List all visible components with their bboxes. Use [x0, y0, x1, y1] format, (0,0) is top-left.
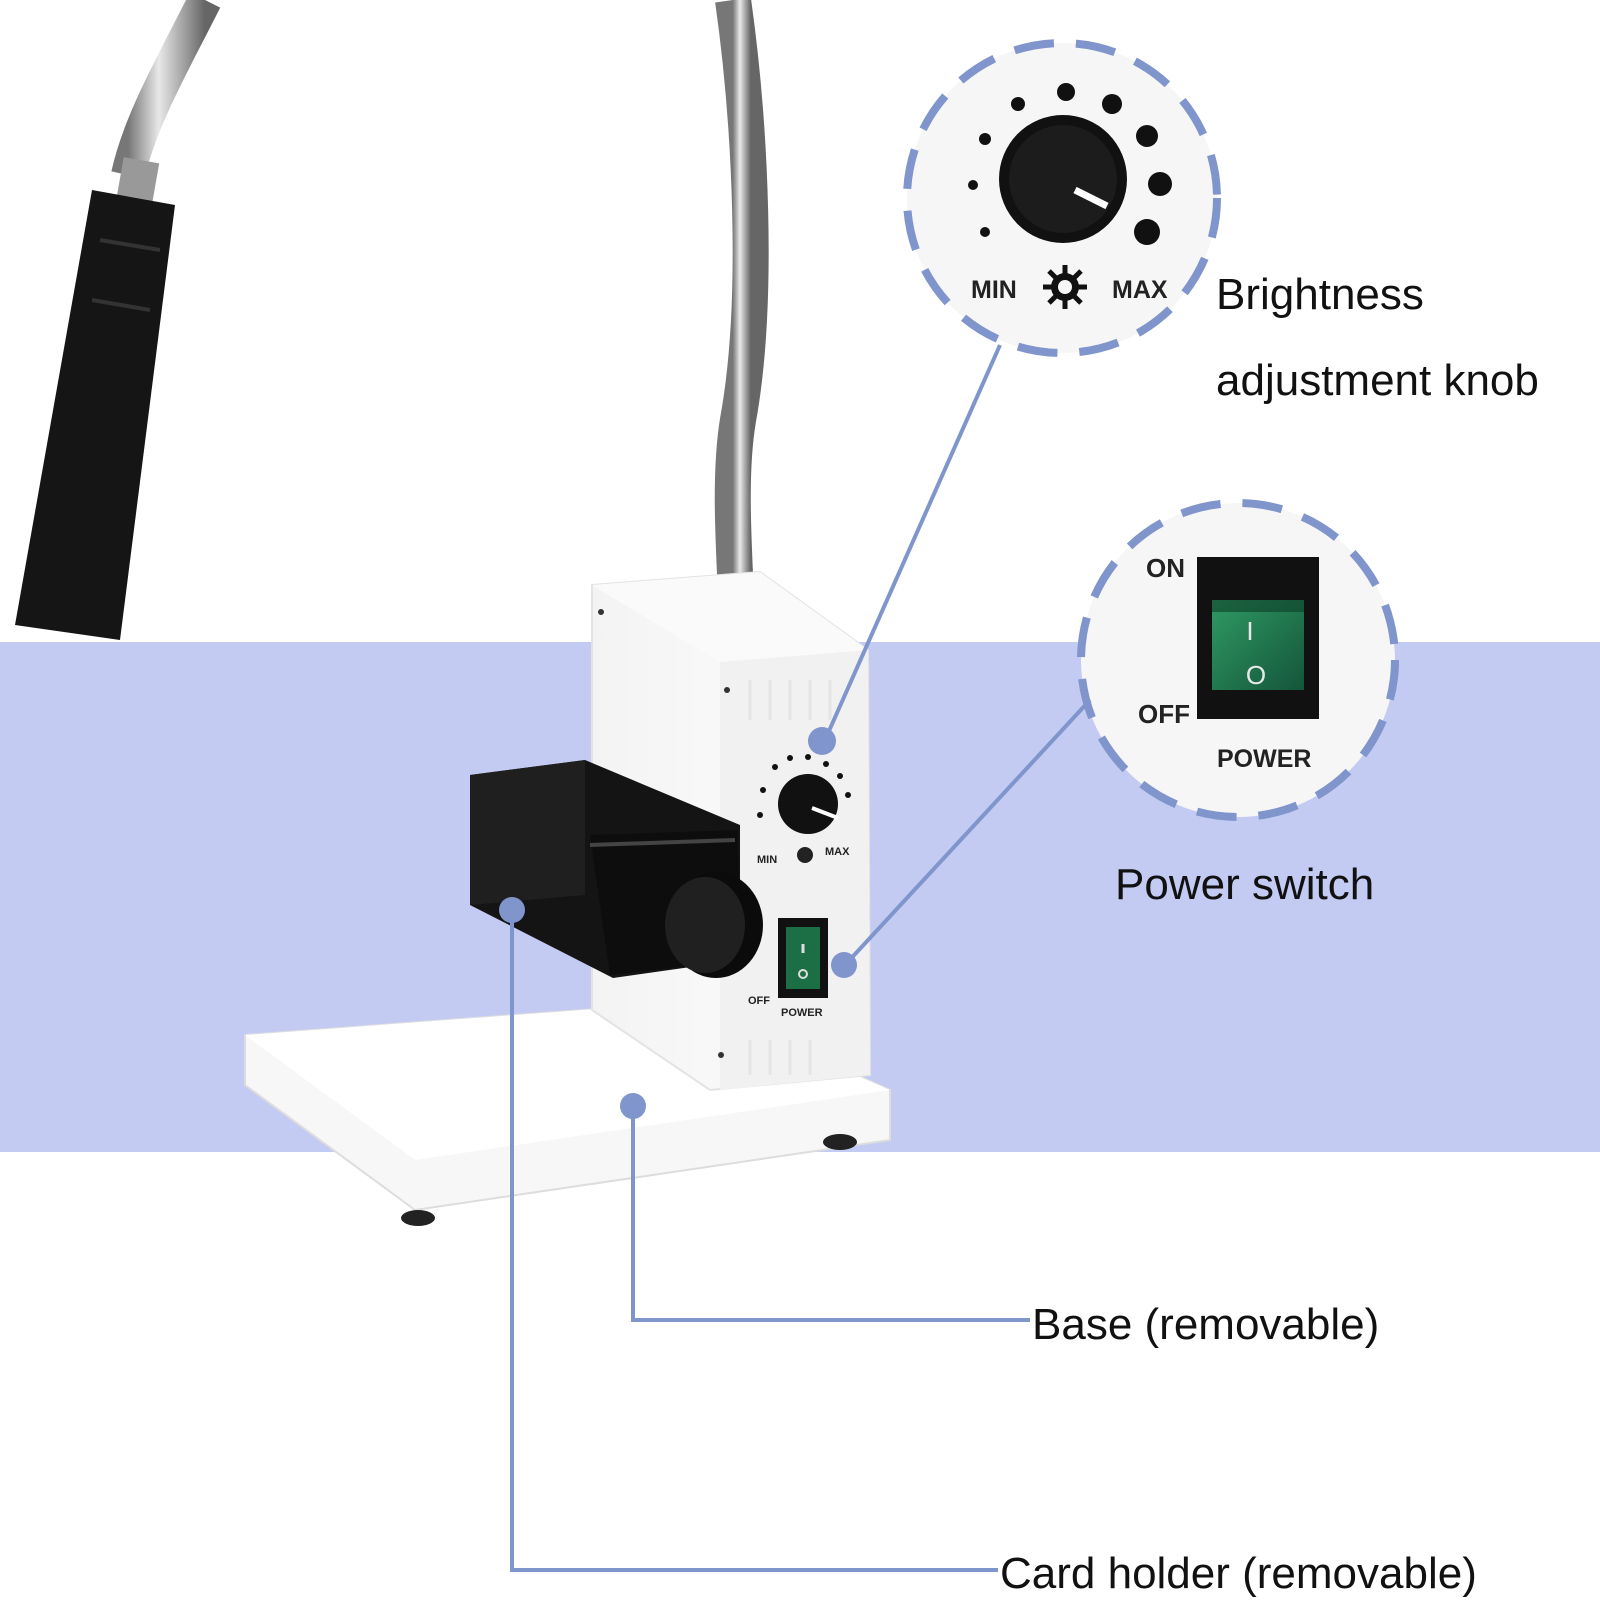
callout-lines: [510, 344, 1092, 1572]
switch-zoom-circle: [1077, 499, 1399, 821]
card-holder: [470, 760, 763, 978]
knob-min-label: MIN: [971, 276, 1017, 304]
small-off-label: OFF: [748, 995, 770, 1007]
brightness-label-line1: Brightness: [1216, 270, 1424, 319]
brightness-knob-label: Brightness adjustment knob: [1216, 252, 1539, 424]
sun-icon: [1043, 265, 1087, 309]
small-min-label: MIN: [757, 854, 777, 866]
card-holder-label: Card holder (removable): [1000, 1549, 1477, 1598]
brightness-knob-small: [757, 754, 851, 863]
switch-power-label: POWER: [1217, 745, 1311, 773]
power-switch-small: [778, 918, 828, 998]
switch-off-symbol: O: [1246, 660, 1266, 690]
knob-zoom-circle: [903, 39, 1221, 357]
gooseneck-arm: [714, 0, 769, 621]
light-guide-left: [15, 0, 221, 640]
callout-dots: [499, 727, 857, 1119]
switch-on-symbol: I: [1246, 616, 1253, 646]
switch-on-label: ON: [1146, 553, 1185, 583]
knob-max-label: MAX: [1112, 276, 1168, 304]
small-max-label: MAX: [825, 846, 850, 858]
brightness-label-line2: adjustment knob: [1216, 356, 1539, 405]
base-label: Base (removable): [1032, 1300, 1380, 1349]
power-switch-label: Power switch: [1115, 860, 1375, 909]
switch-off-label: OFF: [1138, 699, 1190, 729]
small-power-label: POWER: [781, 1007, 823, 1019]
